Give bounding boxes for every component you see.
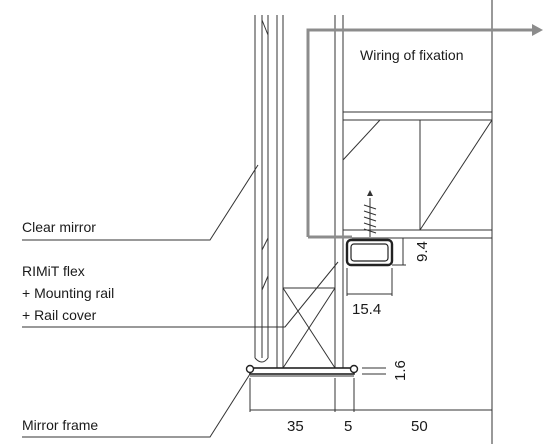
wall-structure	[342, 0, 493, 444]
mounting-rail	[345, 237, 406, 267]
mirror-frame	[245, 364, 386, 377]
dimension-35: 35	[287, 418, 304, 435]
rail-cover-block	[282, 287, 336, 369]
rimit-label-line1: RIMiT flex	[22, 263, 85, 279]
mounting-column	[334, 15, 344, 368]
screw-icon	[363, 190, 377, 237]
bottom-dimensions	[249, 378, 492, 412]
rail-width-dimension	[346, 268, 393, 296]
clear-mirror-panel	[254, 15, 269, 363]
fixation-wiring	[306, 24, 543, 239]
back-panel	[276, 15, 284, 368]
rail-width-value: 15.4	[352, 301, 381, 318]
rimit-label-line3: + Rail cover	[22, 307, 97, 323]
rail-height-value: 9.4	[414, 241, 431, 262]
leader-lines	[22, 164, 339, 438]
dimension-5: 5	[344, 418, 352, 435]
frame-thickness-value: 1.6	[392, 360, 409, 381]
wiring-label: Wiring of fixation	[360, 47, 463, 63]
mirror-frame-label: Mirror frame	[22, 417, 98, 433]
clear-mirror-label: Clear mirror	[22, 219, 96, 235]
rimit-label-line2: + Mounting rail	[22, 285, 114, 301]
dimension-50: 50	[411, 418, 428, 435]
